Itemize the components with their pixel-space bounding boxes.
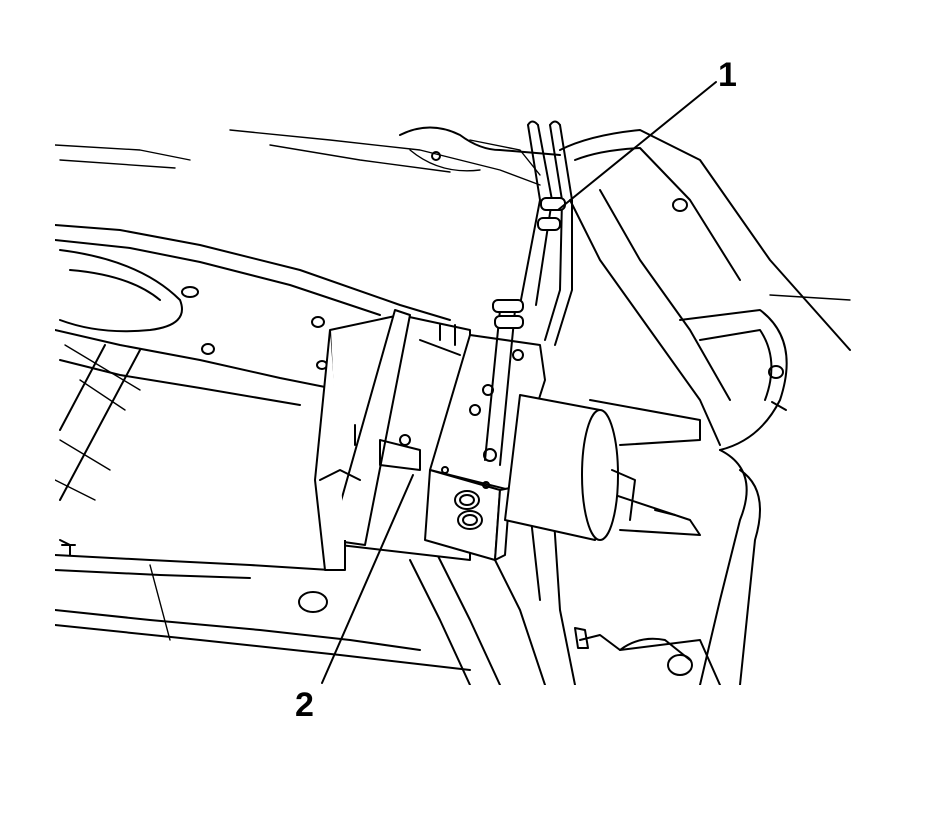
right-body-structure bbox=[519, 129, 851, 685]
background-panel-lines bbox=[55, 126, 561, 186]
callout-1-label: 1 bbox=[718, 56, 737, 94]
lower-bracket bbox=[574, 627, 721, 685]
cross-member-rail bbox=[55, 224, 451, 501]
callout-2: 2 bbox=[295, 474, 414, 724]
vehicle-structure-drawing bbox=[55, 120, 851, 685]
pump-motor bbox=[504, 394, 636, 541]
electronic-control-unit bbox=[314, 309, 471, 571]
callout-1: 1 bbox=[557, 56, 737, 211]
callout-2-label: 2 bbox=[295, 686, 314, 724]
brake-lines bbox=[484, 120, 573, 466]
callout-2-leader bbox=[321, 474, 414, 684]
callout-1-leader bbox=[557, 81, 717, 211]
